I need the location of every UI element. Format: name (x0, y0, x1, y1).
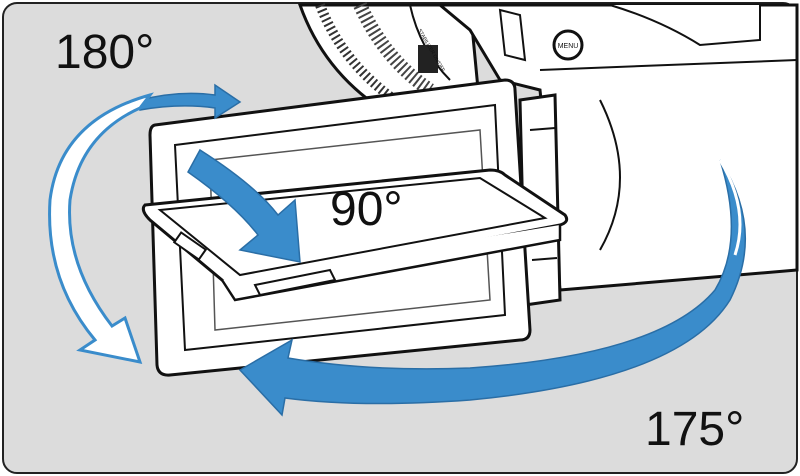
label-175-degrees: 175° (645, 403, 744, 456)
menu-button-label: MENU (558, 43, 579, 50)
arrow-90-degree (187, 148, 301, 263)
menu-button (552, 29, 584, 61)
arrow-180-degree (48, 83, 242, 364)
label-90-degrees: 90° (330, 183, 403, 236)
camera-body: STABILIZER ON/OFF MENU (416, 3, 799, 292)
arrow-175-degree (238, 159, 747, 417)
label-180-degrees: 180° (55, 26, 154, 79)
